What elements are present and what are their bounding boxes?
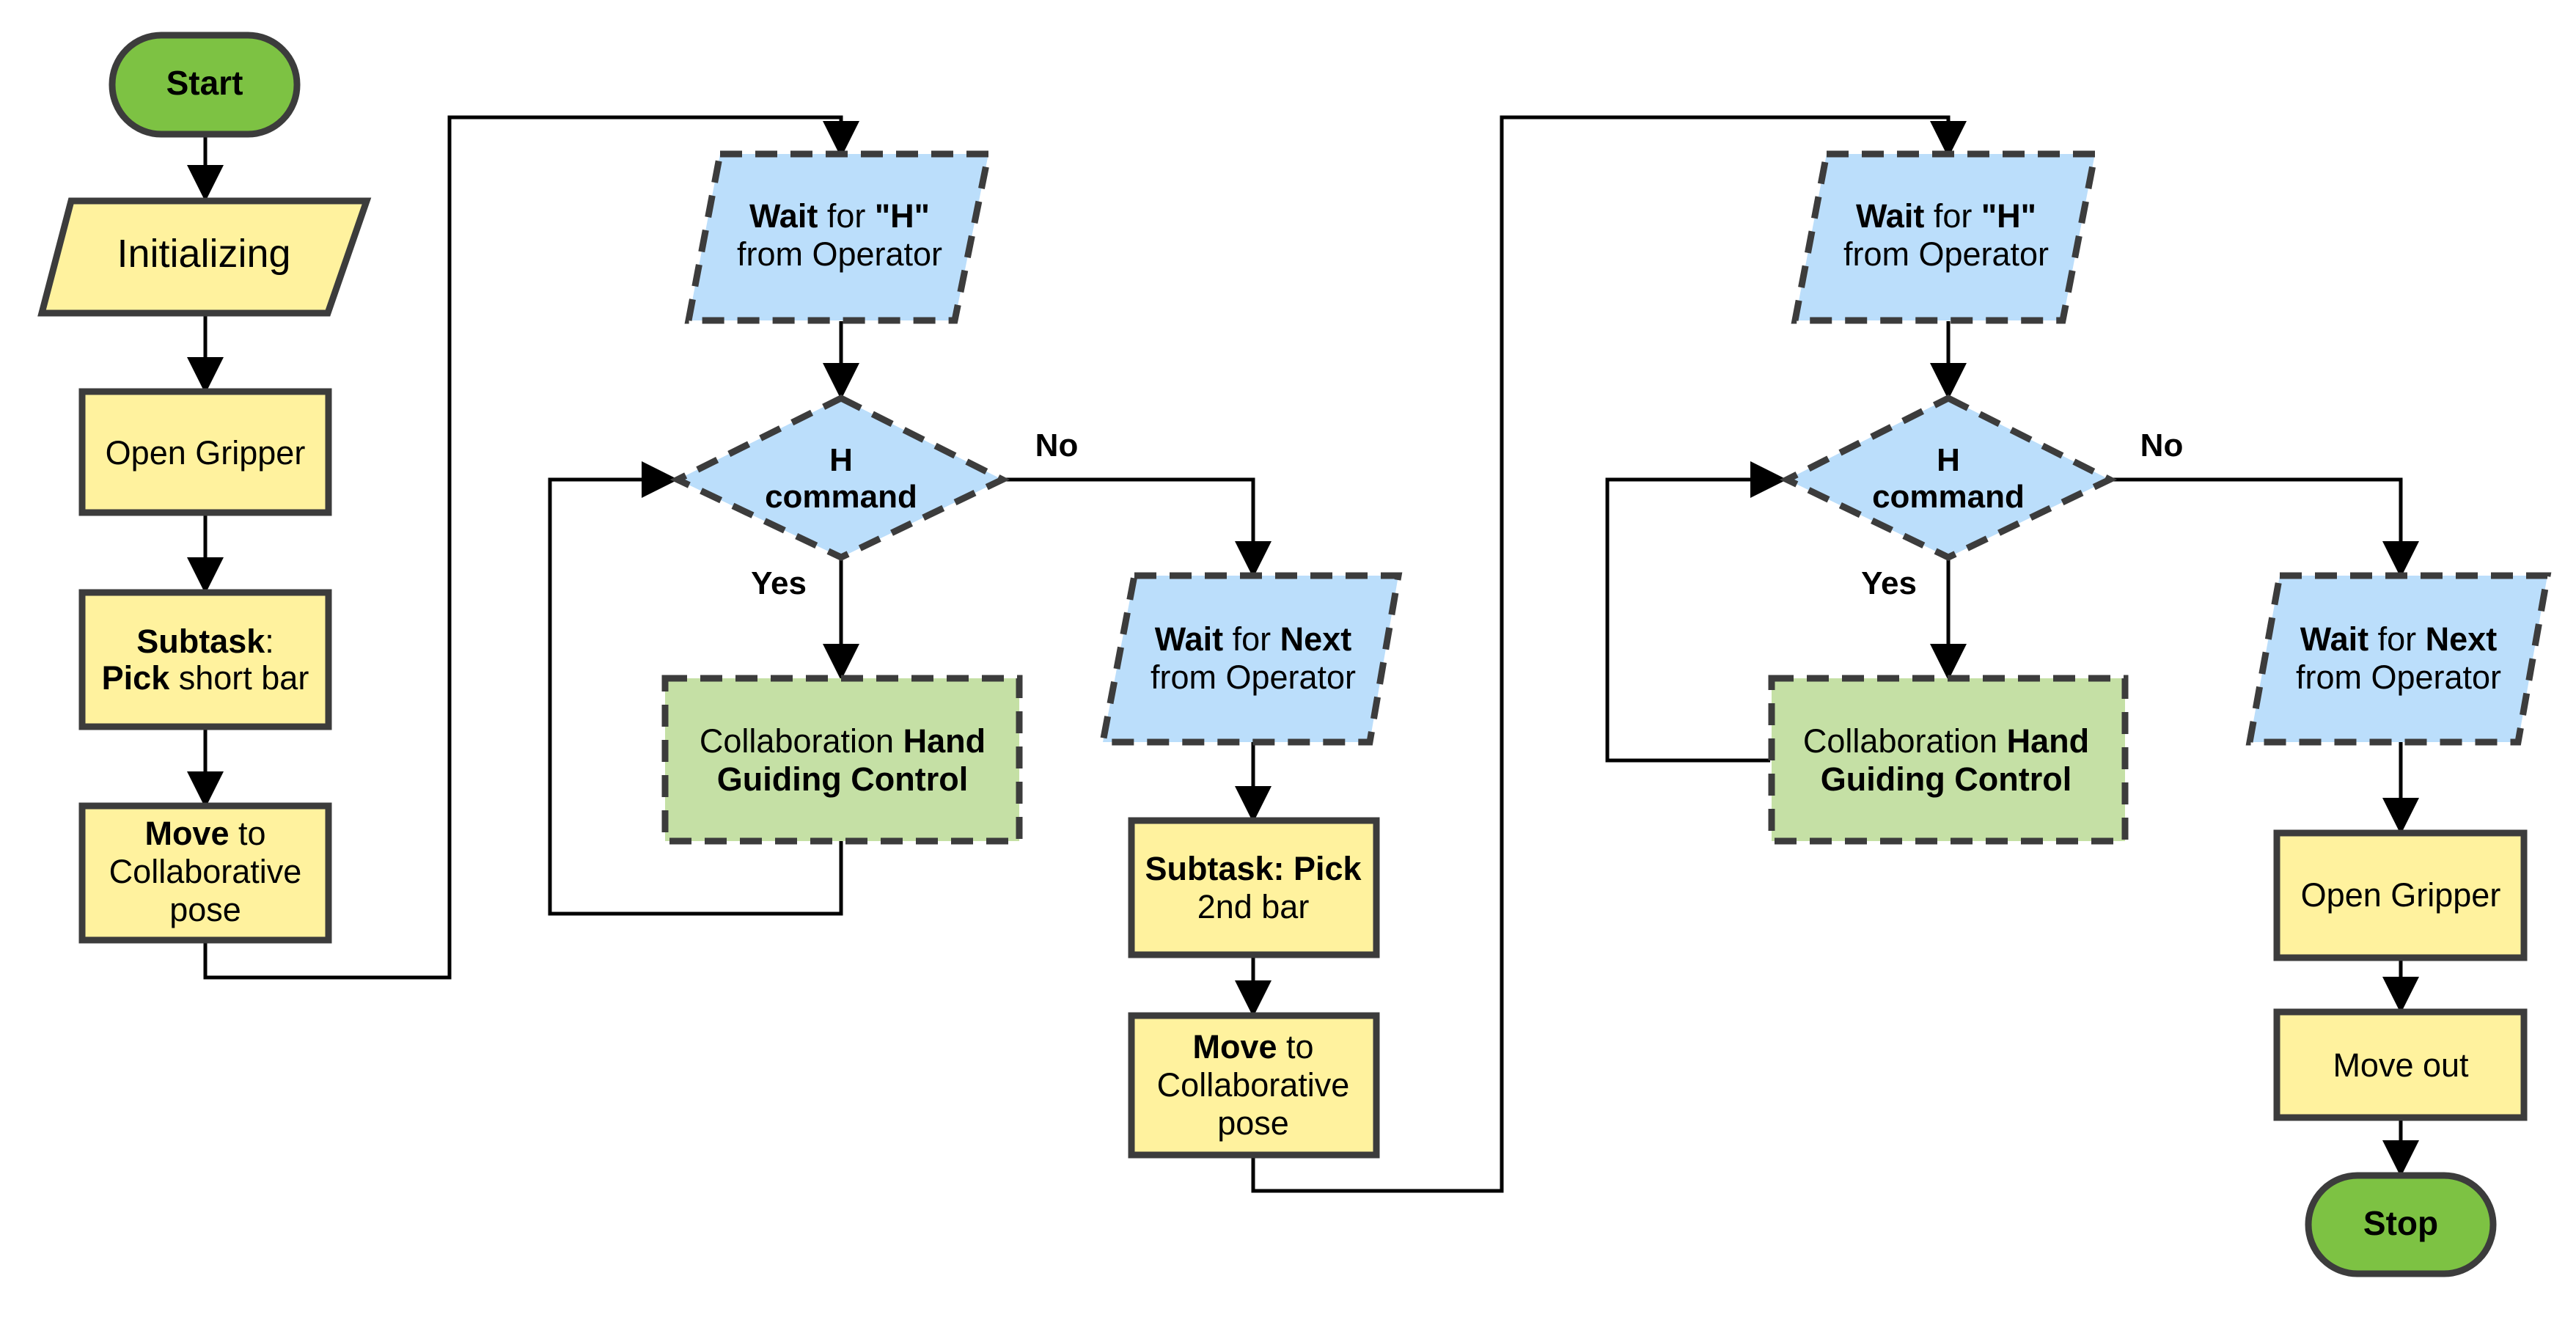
wait-next-2-node: Wait for Next from Operator [2245, 572, 2552, 746]
edge-decision-1-no [1002, 477, 1272, 578]
open-gripper-2-node: Open Gripper [2273, 829, 2528, 961]
yes-label-2: Yes [1861, 565, 1917, 601]
start-label: Start [166, 64, 243, 102]
move-collab-2-box [1128, 1012, 1380, 1159]
h-command-2-diamond [1779, 394, 2118, 561]
subtask-pick-2nd-line-1: Subtask: Pick [1145, 850, 1362, 887]
move-out-box [2273, 1008, 2528, 1121]
open-gripper-1-label: Open Gripper [106, 434, 306, 472]
move-collab-1-line-2: Collaborative [109, 853, 302, 890]
edge-decision-2-no [2110, 477, 2419, 578]
subtask-pick-2nd-box [1128, 817, 1380, 958]
edge-move-to-wait-h-1 [203, 115, 859, 980]
subtask-pick-short-line-1: Subtask: [136, 623, 274, 660]
stop-terminal [2305, 1172, 2497, 1277]
h-command-2-node: H command [1779, 394, 2118, 561]
wait-next-2-line-1: Wait for Next [2300, 620, 2497, 658]
wait-h-1-line-1: Wait for "H" [749, 197, 930, 235]
subtask-pick-short-line-2: Pick short bar [102, 659, 309, 697]
edge-move-2-to-wait-h-2 [1251, 115, 1967, 1193]
wait-next-1-parallelogram [1098, 572, 1403, 746]
move-collab-2-line-3: pose [1217, 1104, 1289, 1142]
start-terminal [109, 32, 301, 138]
wait-h-2-parallelogram [1791, 150, 2099, 324]
edge-collab-2-loop [1605, 461, 1787, 763]
collab-hand-2-line-2: Guiding Control [1821, 760, 2072, 798]
wait-next-1-node: Wait for Next from Operator [1098, 572, 1403, 746]
subtask-pick-2nd-line-2: 2nd bar [1197, 888, 1310, 925]
wait-h-1-parallelogram [684, 150, 993, 324]
collab-hand-2-box [1768, 675, 2129, 845]
move-collab-1-line-3: pose [169, 891, 241, 928]
h-command-2-line-2: command [1872, 479, 2025, 515]
subtask-pick-short-node: Subtask: Pick short bar [78, 589, 332, 730]
yes-label-1: Yes [751, 565, 807, 601]
wait-next-2-line-2: from Operator [2296, 659, 2501, 696]
initializing-label: Initializing [117, 232, 290, 276]
wait-next-2-parallelogram [2245, 572, 2552, 746]
h-command-1-diamond [669, 394, 1010, 561]
move-collab-2-line-1: Move to [1192, 1028, 1313, 1065]
move-collab-1-line-1: Move to [144, 815, 265, 852]
connectors [187, 115, 2419, 1193]
wait-h-2-line-1: Wait for "H" [1856, 197, 2036, 235]
wait-h-2-line-2: from Operator [1843, 235, 2049, 273]
h-command-2-line-1: H [1937, 442, 1960, 478]
h-command-1-line-1: H [829, 442, 853, 478]
wait-h-1-node: Wait for "H" from Operator [684, 150, 993, 324]
wait-next-1-line-2: from Operator [1151, 659, 1356, 696]
stop-node: Stop [2305, 1172, 2497, 1277]
move-collab-1-node: Move to Collaborative pose [78, 802, 332, 944]
collab-hand-1-line-2: Guiding Control [717, 760, 968, 798]
collab-hand-1-node: Collaboration Hand Guiding Control [661, 675, 1023, 845]
collab-hand-1-line-1: Collaboration Hand [700, 722, 986, 760]
start-node: Start [109, 32, 301, 138]
edge-collab-1-loop [548, 461, 843, 916]
open-gripper-2-label: Open Gripper [2301, 876, 2501, 914]
move-collab-2-node: Move to Collaborative pose [1128, 1012, 1380, 1159]
wait-h-2-node: Wait for "H" from Operator [1791, 150, 2099, 324]
stop-label: Stop [2363, 1204, 2438, 1242]
collab-hand-2-line-1: Collaboration Hand [1803, 722, 2089, 760]
collab-hand-1-box [661, 675, 1023, 845]
wait-next-1-line-1: Wait for Next [1155, 620, 1351, 658]
move-out-label: Move out [2333, 1046, 2469, 1084]
wait-h-1-line-2: from Operator [737, 235, 942, 273]
initializing-node: Initializing [37, 197, 372, 317]
h-command-1-node: H command [669, 394, 1010, 561]
open-gripper-1-box [78, 388, 332, 516]
initializing-parallelogram [37, 197, 372, 317]
open-gripper-1-node: Open Gripper [78, 388, 332, 516]
subtask-pick-short-box [78, 589, 332, 730]
move-collab-2-line-2: Collaborative [1157, 1066, 1350, 1104]
no-label-2: No [2140, 428, 2184, 463]
subtask-pick-2nd-node: Subtask: Pick 2nd bar [1128, 817, 1380, 958]
move-out-node: Move out [2273, 1008, 2528, 1121]
open-gripper-2-box [2273, 829, 2528, 961]
no-label-1: No [1035, 428, 1079, 463]
collab-hand-2-node: Collaboration Hand Guiding Control [1768, 675, 2129, 845]
h-command-1-line-2: command [765, 479, 917, 515]
move-collab-1-box [78, 802, 332, 944]
